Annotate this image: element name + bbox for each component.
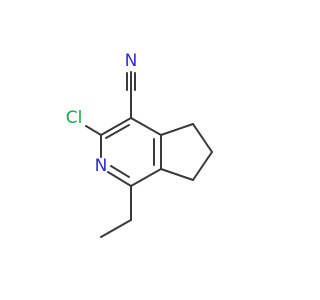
bond-group: [85, 71, 213, 238]
bond-c4-c3-double-outer: [100, 117, 132, 136]
atom-label-group: N Cl N: [66, 51, 138, 176]
bond-n2-c1-inner: [110, 165, 130, 178]
bond-c4-c3-double-inner: [105, 124, 130, 139]
bond-n2-c1-outer: [107, 171, 132, 187]
molecule-diagram: N Cl N: [0, 0, 300, 300]
bond-c3-chlorine: [85, 125, 102, 136]
bond-ethyl-ch2-ch3: [100, 219, 132, 238]
bond-c4a-c4: [130, 117, 162, 136]
chlorine-label: Cl: [66, 108, 83, 128]
bond-c1-c7a: [130, 168, 162, 187]
diagram-background: [0, 0, 300, 300]
ring-nitrogen-label: N: [95, 156, 108, 176]
nitrile-nitrogen-label: N: [125, 51, 138, 71]
bond-c5-c6: [192, 123, 213, 153]
bond-c7-c7a: [160, 168, 194, 181]
bond-c6-c7: [192, 151, 213, 181]
bond-c4a-c5: [160, 123, 194, 136]
